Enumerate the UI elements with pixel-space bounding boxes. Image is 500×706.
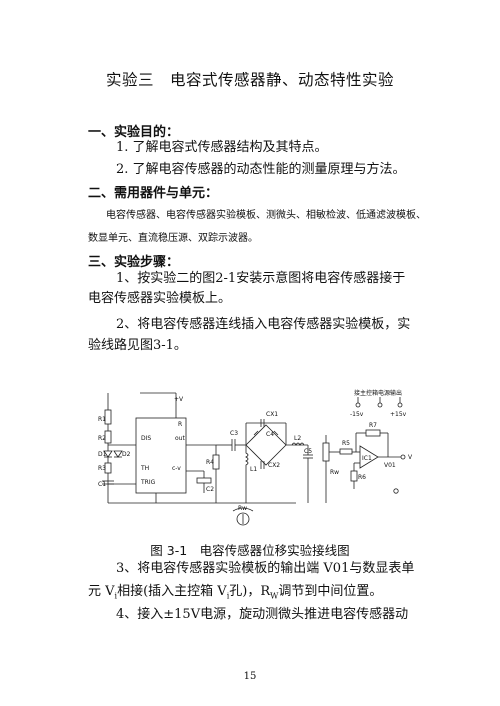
label-r: R xyxy=(178,421,182,428)
equipment-line-1: 电容传感器、电容传感器实验模板、测微头、相敏检波、低通滤波模板、 xyxy=(106,210,426,221)
label-r6: R6 xyxy=(358,474,366,481)
circuit-diagram: 接主控箱电源输出 -15v +15v +V R1 R2 D1 D2 R3 C1 … xyxy=(98,389,413,526)
page-number: 15 xyxy=(243,671,257,682)
label-d1: D1 xyxy=(98,451,107,458)
purpose-item-2: 2. 了解电容传感器的动态性能的测量原理与方法。 xyxy=(116,162,406,177)
step3-line-2: 元 Vi相接(插入主控箱 Vi孔)，RW调节到中间位置。 xyxy=(88,584,383,601)
label-pv: +V xyxy=(174,396,184,403)
label-v: V xyxy=(408,454,413,461)
label-r7: R7 xyxy=(369,422,377,429)
label-trig: TRIG xyxy=(140,479,156,486)
label-r4: R4 xyxy=(206,459,214,466)
section-heading-steps: 三、实验步骤： xyxy=(88,255,180,270)
label-l1: L1 xyxy=(250,466,257,473)
step1-line-2: 电容传感器实验模板上。 xyxy=(88,291,232,306)
equipment-line-2: 数显单元、直流稳压源、双踪示波器。 xyxy=(88,233,258,244)
label-cx2: CX2 xyxy=(268,462,280,469)
label-rw: Rw xyxy=(330,469,339,476)
label-r5: R5 xyxy=(342,440,350,447)
label-cx1: CX1 xyxy=(266,411,278,418)
label-c1: C1 xyxy=(98,481,106,488)
purpose-item-1: 1. 了解电容式传感器结构及其特点。 xyxy=(116,140,328,155)
label-dis: DIS xyxy=(141,435,151,442)
label-r2: R2 xyxy=(98,435,106,442)
label-c3: C3 xyxy=(230,430,238,437)
section-heading-equipment: 二、需用器件与单元： xyxy=(88,186,219,201)
step4-line-1: 4、接入±15V电源，旋动测微头推进电容传感器动 xyxy=(116,607,409,622)
step2-line-1: 2、将电容传感器连线插入电容传感器实验模板，实 xyxy=(116,317,411,332)
label-m15: -15v xyxy=(350,411,364,418)
label-ic1: IC1 xyxy=(362,455,372,462)
label-cv: c-v xyxy=(172,465,181,472)
step3-line-1: 3、将电容传感器实验模板的输出端 V01与数显表单 xyxy=(116,561,415,576)
label-d2: D2 xyxy=(122,451,131,458)
label-r3: R3 xyxy=(98,465,106,472)
page-title: 实验三 电容式传感器静、动态特性实验 xyxy=(105,71,394,89)
label-vo1: V01 xyxy=(384,462,396,469)
label-p15: +15v xyxy=(390,411,407,418)
step1-line-1: 1、按实验二的图2-1安装示意图将电容传感器接于 xyxy=(116,271,406,286)
label-out: out xyxy=(175,435,185,442)
figure-caption: 图 3-1 电容传感器位移实验接线图 xyxy=(150,543,350,558)
label-th: TH xyxy=(140,465,149,472)
label-r1: R1 xyxy=(98,416,106,423)
label-c2: C2 xyxy=(206,486,214,493)
section-heading-purpose: 一、实验目的： xyxy=(88,125,180,140)
label-c5: C5 xyxy=(304,448,312,455)
label-c4: C4 xyxy=(266,431,274,438)
label-rw-knob: Rw xyxy=(238,505,247,512)
supply-label: 接主控箱电源输出 xyxy=(354,389,402,397)
label-l2: L2 xyxy=(294,435,301,442)
step2-line-2: 验线路见图3-1。 xyxy=(88,338,187,353)
